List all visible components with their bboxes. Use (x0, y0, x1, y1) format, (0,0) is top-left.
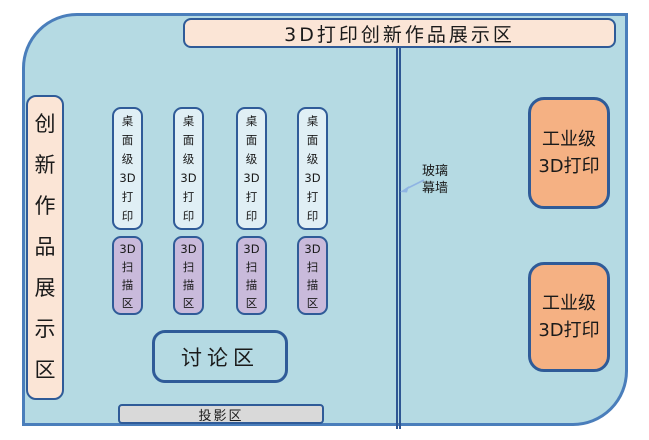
desktop-3d-printer-zone-2: 桌 面 级 3D 打 印 (173, 107, 204, 230)
3d-scan-zone-4: 3D 扫 描 区 (297, 236, 328, 315)
industrial-3d-printer-zone-1: 工业级 3D打印 (528, 97, 610, 209)
room-title: 3D打印创新作品展示区 (284, 23, 515, 46)
industrial-3d-printer-zone-2: 工业级 3D打印 (528, 262, 610, 372)
room-title-banner: 3D打印创新作品展示区 (183, 18, 616, 48)
desktop-3d-printer-zone-1: 桌 面 级 3D 打 印 (112, 107, 143, 230)
desktop-3d-printer-zone-4: 桌 面 级 3D 打 印 (297, 107, 328, 230)
glass-curtain-wall-label: 玻璃 幕墙 (422, 164, 449, 196)
3d-scan-zone-1: 3D 扫 描 区 (112, 236, 143, 315)
innovation-display-zone-label: 创 新 作 品 展 示 区 (26, 95, 64, 400)
desktop-3d-printer-zone-3: 桌 面 级 3D 打 印 (236, 107, 267, 230)
3d-scan-zone-3: 3D 扫 描 区 (236, 236, 267, 315)
discussion-zone: 讨论区 (152, 330, 288, 383)
projection-zone: 投影区 (118, 404, 324, 424)
3d-scan-zone-2: 3D 扫 描 区 (173, 236, 204, 315)
glass-curtain-wall-line (396, 46, 401, 429)
arrow-icon (400, 179, 425, 193)
